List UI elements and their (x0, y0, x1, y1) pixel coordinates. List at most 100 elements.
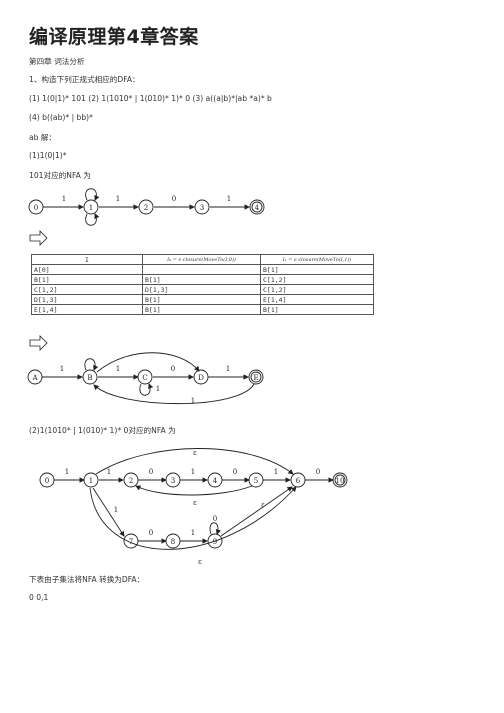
state-node (207, 533, 223, 549)
state-node (83, 472, 99, 488)
table-row: E[1,4] B[1] B[1] (31, 304, 374, 315)
edge-label: 1 (60, 365, 64, 373)
solution-label: ab 解： (29, 133, 57, 142)
table-cell: B[1] (142, 294, 261, 305)
nfa2-caption: (2)1(1010* | 1(010)* 1)* 0对应的NFA 为 (29, 426, 176, 435)
state-label: A (31, 374, 38, 382)
state-node (332, 472, 348, 488)
state-label: 3 (200, 204, 204, 212)
nfa-diagram-2-labels: 0 1 2 3 4 5 6 7 8 9 10 1 1 0 1 0 1 0 ε ε… (45, 449, 345, 566)
accept-ring (334, 474, 346, 486)
state-label: 4 (213, 477, 218, 485)
state-label: 0 (34, 204, 38, 212)
edge-label: 0 (233, 468, 237, 476)
edge-label: 1 (191, 468, 195, 476)
edge-label: 1 (191, 529, 195, 537)
state-node (123, 533, 139, 549)
table-header-row: I I₀ = ε-closure(MoveTo(I,0)) I₁ = ε-clo… (31, 254, 374, 265)
state-node (248, 369, 264, 385)
table-cell: B[1] (260, 264, 374, 275)
edge-label: ε (193, 449, 197, 457)
state-label: 1 (89, 477, 93, 485)
subset-construction-table: I I₀ = ε-closure(MoveTo(I,0)) I₁ = ε-clo… (31, 254, 374, 315)
nfa-diagram-1 (28, 188, 265, 226)
header-cell: I (31, 254, 143, 265)
header-cell: I₁ = ε-closure(MoveTo(I,1)) (260, 254, 374, 265)
edge-label: ε (261, 501, 265, 509)
table-cell: B[1] (260, 304, 374, 315)
table-cell: B[1] (142, 274, 261, 285)
nfa1-caption: 101对应的NFA 为 (29, 171, 91, 180)
table-cell: D[1,3] (142, 284, 261, 295)
state-label: 0 (45, 477, 49, 485)
edge-label: 1 (227, 195, 231, 203)
table-cell: D[1,3] (31, 294, 143, 305)
state-label: D (198, 374, 204, 382)
state-label: 4 (255, 204, 260, 212)
state-node (165, 472, 181, 488)
state-node (27, 369, 43, 385)
edge-label: 1 (156, 385, 160, 393)
state-label: 5 (254, 477, 258, 485)
chapter-heading: 第四章 词法分析 (29, 57, 85, 66)
edge-label: 0 (171, 365, 175, 373)
edge-label: 1 (65, 468, 69, 476)
state-label: 7 (129, 538, 133, 546)
state-node (194, 199, 210, 215)
table-row: A[0] B[1] (31, 264, 374, 275)
edge-label: 0 (213, 515, 217, 523)
edge-label: ε (198, 558, 202, 566)
sub-question-1: (1)1(0|1)* (29, 151, 67, 160)
state-node (193, 369, 209, 385)
edge-label: 0 (172, 195, 176, 203)
table-cell: B[1] (31, 274, 143, 285)
accept-ring (251, 201, 263, 213)
edge-label: ε (193, 499, 197, 507)
table-row: C[1,2] D[1,3] C[1,2] (31, 284, 374, 295)
state-label: 3 (171, 477, 175, 485)
state-label: 10 (336, 477, 345, 485)
state-label: C (142, 374, 147, 382)
table-caption: 下表由子集法将NFA 转换为DFA： (29, 575, 145, 584)
dfa-diagram (27, 352, 264, 405)
nfa-diagram-2 (39, 448, 348, 550)
edge-label: 1 (226, 365, 230, 373)
page-title: 编译原理第4章答案 (29, 26, 199, 48)
state-node (83, 199, 99, 215)
nfa-diagram-1-labels: 0 1 2 3 4 1 1 0 1 (34, 195, 260, 212)
state-node (137, 369, 153, 385)
table-cell: A[0] (31, 264, 143, 275)
state-node (249, 199, 265, 215)
state-node (290, 472, 306, 488)
state-node (28, 199, 44, 215)
state-node (82, 369, 98, 385)
table-row: D[1,3] B[1] E[1,4] (31, 294, 374, 305)
transform-arrow-icon (29, 230, 48, 246)
table-cell: E[1,4] (31, 304, 143, 315)
edge-label: 1 (191, 397, 195, 405)
edge-label: 1 (114, 506, 118, 514)
table-cell: C[1,2] (260, 274, 374, 285)
accept-ring (250, 371, 262, 383)
edge-label: 0 (149, 529, 153, 537)
trailing-line: 0 0,1 (29, 593, 49, 602)
table-cell: E[1,4] (260, 294, 374, 305)
expressions-line-2: (4) b((ab)* | bb)* (29, 113, 93, 122)
edge-label: 0 (316, 468, 320, 476)
state-node (207, 472, 223, 488)
expressions-line-1: (1) 1(0|1)* 101 (2) 1(1010* | 1(010)* 1)… (29, 94, 272, 103)
edge-label: 0 (149, 468, 153, 476)
edge-label: 1 (116, 365, 120, 373)
transform-arrow-icon (29, 335, 48, 351)
table-cell (142, 264, 261, 275)
table-cell: C[1,2] (260, 284, 374, 295)
dfa-diagram-labels: A B C D E 1 1 0 1 1 1 (31, 365, 258, 405)
state-label: 2 (129, 477, 133, 485)
state-label: B (87, 374, 92, 382)
state-node (165, 533, 181, 549)
table-cell: C[1,2] (31, 284, 143, 295)
state-label: 6 (296, 477, 301, 485)
state-label: 9 (213, 538, 217, 546)
state-label: 2 (144, 204, 148, 212)
